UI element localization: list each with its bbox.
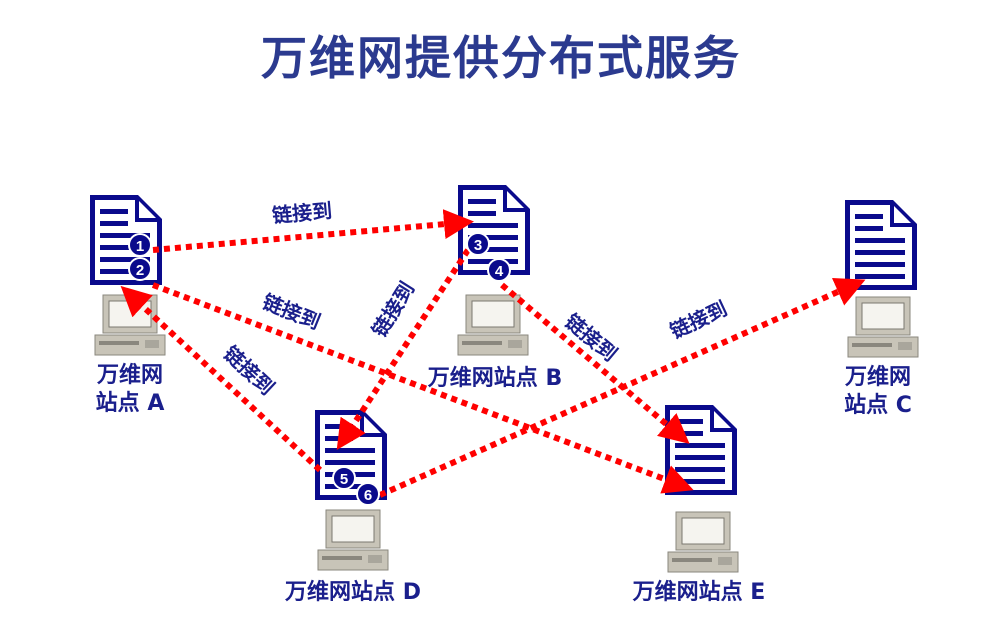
site-a-label-line2: 站点 A xyxy=(95,391,165,416)
site-b-computer-icon xyxy=(457,294,529,356)
arrow-d5-to-a xyxy=(120,285,323,473)
arrow-a2-to-e xyxy=(151,282,694,494)
site-e-computer-icon xyxy=(667,511,739,573)
marker-5: 5 xyxy=(332,466,356,490)
site-d-label: 万维网站点 D xyxy=(285,580,421,605)
arrow-b4-to-e xyxy=(500,282,690,444)
site-c-label: 万维网 站点 C xyxy=(833,364,923,420)
site-b-label: 万维网站点 B xyxy=(427,366,563,391)
marker-2: 2 xyxy=(128,257,152,281)
site-c-document-icon xyxy=(845,200,917,290)
site-c-label-line2: 站点 C xyxy=(844,393,912,418)
marker-3: 3 xyxy=(466,232,490,256)
marker-4: 4 xyxy=(487,258,511,282)
marker-3-text: 3 xyxy=(474,237,482,254)
page-title: 万维网提供分布式服务 xyxy=(261,31,741,85)
site-c-computer-icon xyxy=(847,296,919,358)
marker-2-text: 2 xyxy=(136,262,144,279)
marker-5-text: 5 xyxy=(340,471,348,488)
site-e-document-icon xyxy=(665,405,737,495)
marker-1-text: 1 xyxy=(136,238,144,255)
link-label-a-to-b: 链接到 xyxy=(271,198,334,228)
arrow-a1-to-b xyxy=(152,209,474,253)
site-c-label-line1: 万维网 xyxy=(844,365,911,390)
arrow-b3-to-d xyxy=(336,248,471,451)
site-d-computer-icon xyxy=(317,509,389,571)
marker-6: 6 xyxy=(356,482,380,506)
site-a-computer-icon xyxy=(94,294,166,356)
site-e-label: 万维网站点 E xyxy=(632,580,766,605)
site-a-label: 万维网 站点 A xyxy=(85,362,175,418)
marker-4-text: 4 xyxy=(495,263,504,280)
marker-6-text: 6 xyxy=(364,487,372,504)
site-a-label-line1: 万维网 xyxy=(96,363,163,388)
marker-1: 1 xyxy=(128,233,152,257)
